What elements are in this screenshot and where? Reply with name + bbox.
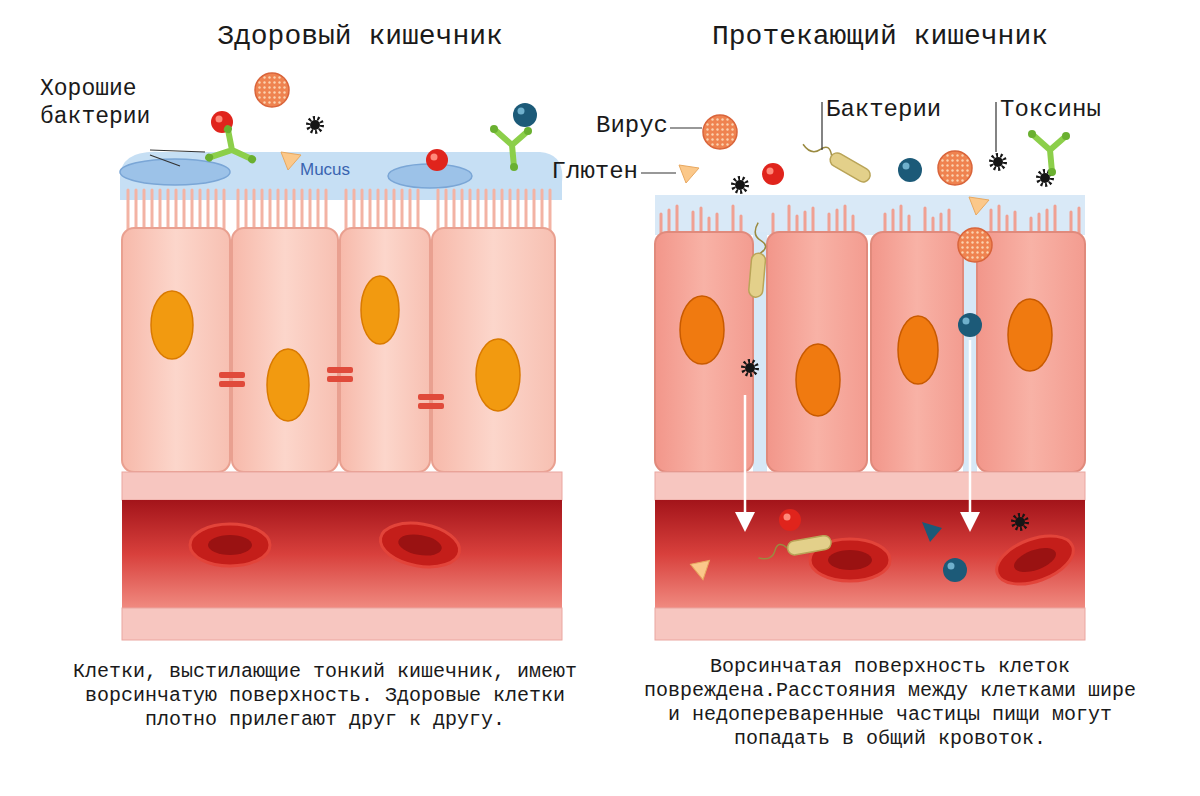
part-label: Бактерии	[826, 96, 966, 125]
villus	[215, 190, 218, 232]
villus	[417, 190, 420, 232]
part-label: Хорошие бактерии	[40, 76, 170, 131]
villus	[445, 190, 448, 232]
villus	[143, 190, 146, 232]
villus	[135, 190, 138, 232]
villus	[361, 190, 364, 232]
villus	[191, 190, 194, 232]
villus	[253, 190, 256, 232]
part-label: Токсины	[1000, 96, 1140, 125]
villus	[469, 190, 472, 232]
caption-text: Клетки, выстилающие тонкий кишечник, име…	[60, 660, 590, 732]
villus	[223, 190, 226, 232]
villus	[199, 190, 202, 232]
villus	[261, 190, 264, 232]
villus	[159, 190, 162, 232]
villus	[207, 190, 210, 232]
villus	[385, 190, 388, 232]
villus	[525, 190, 528, 232]
villus	[437, 190, 440, 232]
villus	[353, 190, 356, 232]
part-label: Глютен	[510, 158, 638, 187]
villus	[369, 190, 372, 232]
villus	[377, 190, 380, 232]
villus	[509, 190, 512, 232]
villus	[237, 190, 240, 232]
villus	[277, 190, 280, 232]
villus	[485, 190, 488, 232]
villus	[293, 190, 296, 232]
villus	[477, 190, 480, 232]
villus	[301, 190, 304, 232]
villus	[183, 190, 186, 232]
villus	[501, 190, 504, 232]
villus	[309, 190, 312, 232]
villus	[401, 190, 404, 232]
villus	[453, 190, 456, 232]
villus	[409, 190, 412, 232]
villus	[541, 190, 544, 232]
panel-title: Здоровый кишечник	[150, 20, 570, 54]
villus	[493, 190, 496, 232]
villus	[151, 190, 154, 232]
villus	[285, 190, 288, 232]
villus	[393, 190, 396, 232]
villus	[317, 190, 320, 232]
panel-title: Протекающий кишечник	[660, 20, 1100, 54]
villus	[269, 190, 272, 232]
villus	[167, 190, 170, 232]
caption-text: Ворсинчатая поверхность клеток поврежден…	[640, 655, 1140, 751]
villus	[127, 190, 130, 232]
villus	[461, 190, 464, 232]
villus	[517, 190, 520, 232]
villus	[549, 190, 552, 232]
part-label: Mucus	[300, 160, 390, 180]
villus	[245, 190, 248, 232]
part-label: Вирус	[560, 112, 668, 141]
villus	[1078, 208, 1081, 236]
villus	[325, 190, 328, 232]
villus	[175, 190, 178, 232]
villus	[345, 190, 348, 232]
villus	[533, 190, 536, 232]
